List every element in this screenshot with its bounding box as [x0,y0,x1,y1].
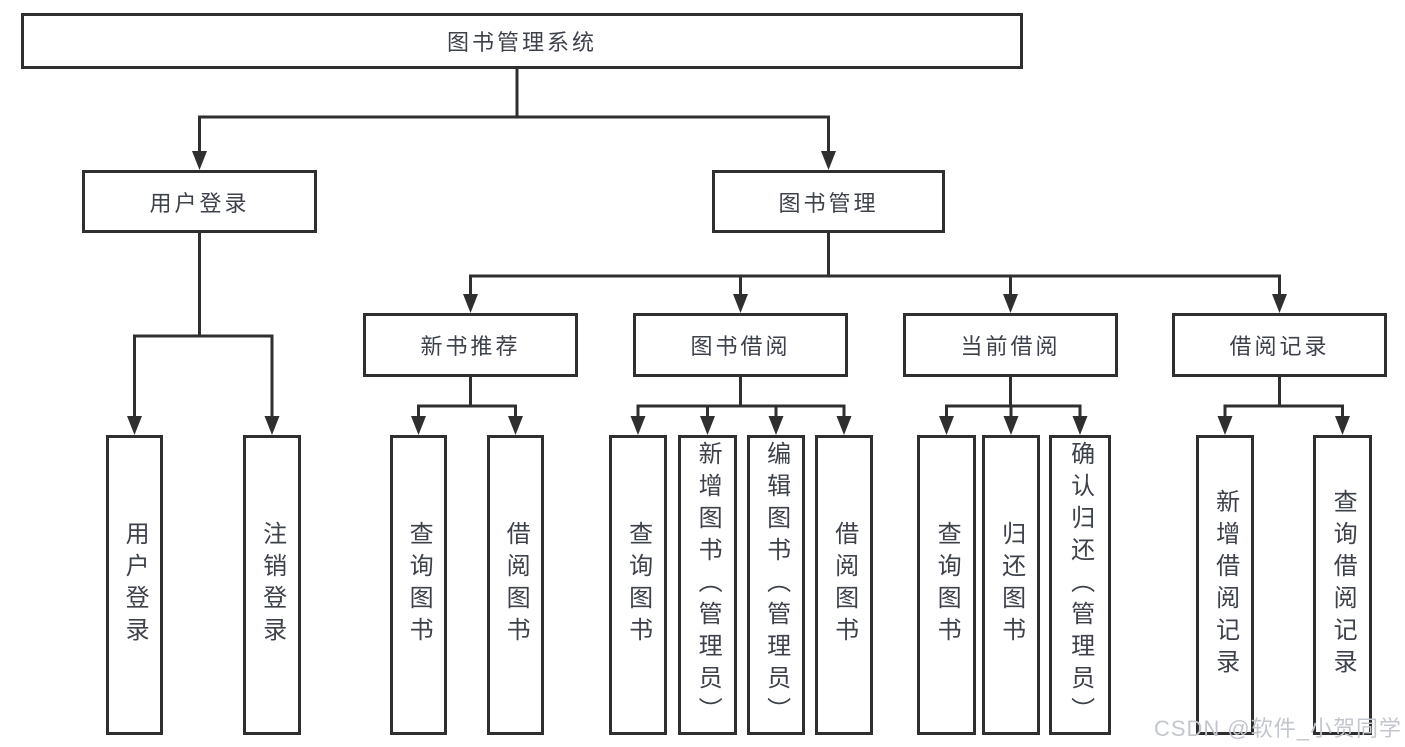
leaf-cb-query-books: 查询图书 [917,435,976,735]
leaf-bb-borrow-books-label: 借阅图书 [830,521,858,649]
leaf-nbr-borrow-books: 借阅图书 [487,435,544,735]
node-new-book-recommend: 新书推荐 [363,313,578,377]
leaf-bb-query-books: 查询图书 [609,435,667,735]
leaf-user-login-label: 用户登录 [121,521,149,649]
leaf-br-add-record: 新增借阅记录 [1196,435,1254,735]
leaf-bb-add-books-admin: 新增图书（管理员） [678,435,737,735]
leaf-bb-borrow-books: 借阅图书 [815,435,873,735]
node-book-borrow: 图书借阅 [633,313,848,377]
leaf-bb-edit-books-admin-label: 编辑图书（管理员） [762,441,790,729]
node-root: 图书管理系统 [21,13,1023,69]
leaf-nbr-query-books-label: 查询图书 [405,521,433,649]
arrowheads [127,151,1350,435]
leaf-cb-query-books-label: 查询图书 [933,521,961,649]
leaf-cb-return-books-label: 归还图书 [997,521,1025,649]
leaf-cb-confirm-return-admin: 确认归还（管理员） [1049,435,1111,735]
leaf-logout: 注销登录 [243,435,301,735]
csdn-watermark: CSDN @软件_小贺同学 [1153,716,1402,741]
leaf-logout-label: 注销登录 [258,521,286,649]
node-current-borrow: 当前借阅 [903,313,1118,377]
leaf-nbr-query-books: 查询图书 [390,435,447,735]
node-borrow-records: 借阅记录 [1172,313,1387,377]
leaf-br-add-record-label: 新增借阅记录 [1211,489,1239,681]
leaf-br-query-record: 查询借阅记录 [1313,435,1372,735]
leaf-user-login: 用户登录 [106,435,163,735]
leaf-cb-confirm-return-admin-label: 确认归还（管理员） [1066,441,1094,729]
leaf-br-query-record-label: 查询借阅记录 [1329,489,1357,681]
node-book-management: 图书管理 [712,170,945,233]
leaf-nbr-borrow-books-label: 借阅图书 [502,521,530,649]
leaf-bb-query-books-label: 查询图书 [624,521,652,649]
leaf-cb-return-books: 归还图书 [982,435,1040,735]
leaf-bb-edit-books-admin: 编辑图书（管理员） [747,435,805,735]
leaf-bb-add-books-admin-label: 新增图书（管理员） [694,441,722,729]
node-user-login: 用户登录 [82,170,317,233]
